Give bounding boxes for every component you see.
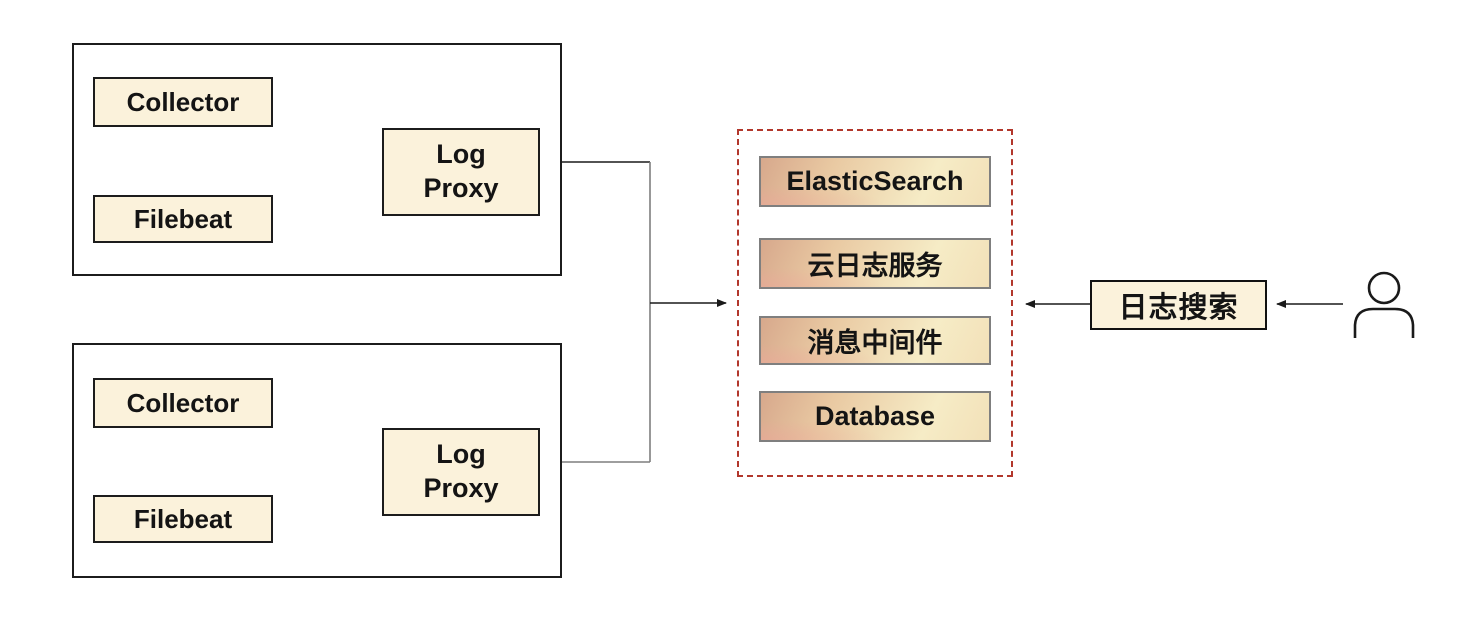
collector-node-bottom: Collector — [93, 378, 273, 428]
filebeat-label-top: Filebeat — [133, 203, 233, 234]
elasticsearch-node: ElasticSearch — [759, 156, 991, 207]
filebeat-node-top: Filebeat — [93, 195, 273, 243]
filebeat-node-bottom: Filebeat — [93, 495, 273, 543]
collector-label-top: Collector — [126, 86, 240, 117]
user-icon — [1353, 271, 1415, 338]
log-proxy-node-top: Log Proxy — [382, 128, 540, 216]
filebeat-label-bottom: Filebeat — [133, 503, 233, 534]
message-middleware-label: 消息中间件 — [807, 328, 943, 358]
log-proxy-label-bottom: Log Proxy — [423, 439, 499, 503]
database-label: Database — [814, 401, 936, 431]
log-proxy-node-bottom: Log Proxy — [382, 428, 540, 516]
database-node: Database — [759, 391, 991, 442]
collector-label-bottom: Collector — [126, 387, 240, 418]
log-search-node: 日志搜索 — [1090, 280, 1267, 330]
connector-logproxy-to-storage — [540, 161, 727, 463]
cloud-log-service-label: 云日志服务 — [807, 251, 943, 281]
log-proxy-label-top: Log Proxy — [423, 139, 499, 203]
elasticsearch-label: ElasticSearch — [786, 166, 964, 196]
cloud-log-service-node: 云日志服务 — [759, 238, 991, 289]
collector-node-top: Collector — [93, 77, 273, 127]
message-middleware-node: 消息中间件 — [759, 316, 991, 365]
log-search-label: 日志搜索 — [1118, 292, 1239, 324]
